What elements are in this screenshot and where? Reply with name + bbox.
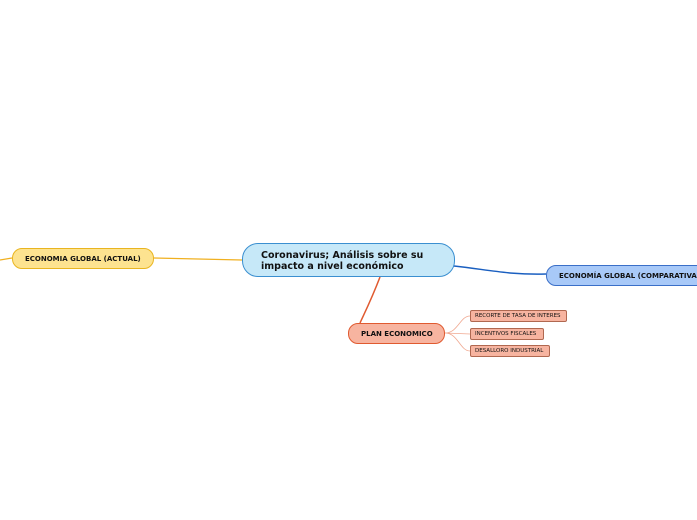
topic-economia-global-actual[interactable]: ECONOMIA GLOBAL (ACTUAL) — [12, 248, 154, 269]
subtopic-incentivos-fiscales[interactable]: INCENTIVOS FISCALES — [470, 328, 544, 340]
link-sub-1 — [444, 315, 471, 334]
link-actual — [153, 257, 243, 261]
link-comparativa — [453, 265, 547, 275]
link-actual-tail — [0, 257, 13, 261]
link-plan — [359, 276, 381, 324]
topic-economia-global-comparativa[interactable]: ECONOMÍA GLOBAL (COMPARATIVA) — [546, 265, 697, 286]
subtopic-recorte-tasa[interactable]: RECORTE DE TASA DE INTERES — [470, 310, 567, 322]
central-topic[interactable]: Coronavirus; Análisis sobre su impacto a… — [242, 243, 455, 277]
link-sub-3 — [444, 332, 471, 352]
subtopic-desalloro-industrial[interactable]: DESALLORO INDUSTRIAL — [470, 345, 550, 357]
link-sub-2 — [444, 332, 471, 335]
topic-plan-economico[interactable]: PLAN ECONOMICO — [348, 323, 445, 344]
